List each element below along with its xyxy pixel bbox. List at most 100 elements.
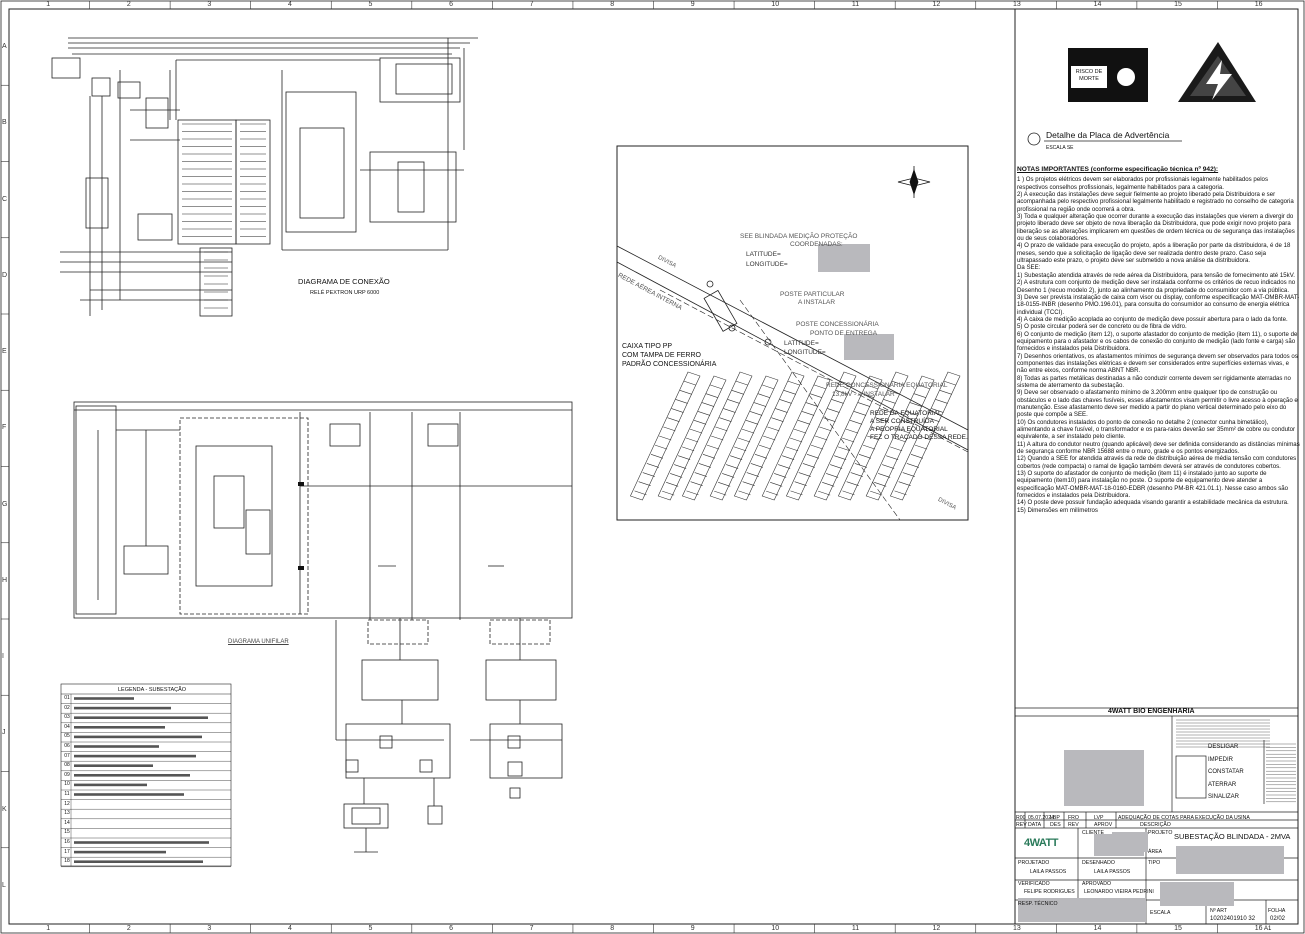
grid-column-4: 4 bbox=[287, 1, 292, 8]
note-item: Da SEE: bbox=[1017, 264, 1041, 272]
panel-module-line bbox=[638, 481, 651, 486]
panel-row bbox=[657, 375, 727, 501]
panel-module-line bbox=[634, 490, 647, 496]
grid-column-7: 7 bbox=[529, 925, 534, 932]
dimac-step: IMPEDIR bbox=[1208, 756, 1234, 763]
revision-header: DATA bbox=[1028, 822, 1042, 828]
longitude-label: LONGITUDE= bbox=[746, 261, 788, 268]
panel-module-line bbox=[642, 472, 655, 477]
panel-module-line bbox=[775, 408, 788, 413]
revision-header: DES bbox=[1050, 822, 1061, 828]
grid-column-14: 14 bbox=[1093, 1, 1102, 8]
legend-text-mark bbox=[74, 745, 159, 748]
panel-module-line bbox=[761, 384, 775, 390]
panel-module-line bbox=[723, 408, 736, 413]
panel-row bbox=[733, 371, 805, 501]
panel-module-line bbox=[727, 399, 740, 404]
panel-module-line bbox=[886, 455, 899, 460]
rev-code: R00 bbox=[1016, 815, 1026, 821]
panel-module-line bbox=[711, 435, 724, 441]
wiring-diagram bbox=[51, 37, 478, 317]
panel-module-line bbox=[778, 464, 791, 469]
panel-module-line bbox=[663, 426, 676, 432]
panel-module-line bbox=[818, 490, 831, 496]
legend-row: 02 bbox=[63, 704, 230, 713]
grid-column-12: 12 bbox=[932, 925, 941, 932]
panel-module-line bbox=[746, 472, 759, 477]
sheet-label: FOLHA bbox=[1268, 908, 1286, 914]
panel-module-line bbox=[758, 444, 772, 450]
legend-text-mark bbox=[74, 860, 203, 863]
panel-module-line bbox=[793, 428, 807, 434]
panel-module-line bbox=[901, 420, 915, 425]
legend-number: 02 bbox=[64, 704, 70, 711]
grid-column-6: 6 bbox=[449, 1, 453, 8]
legend-text-mark bbox=[74, 726, 165, 729]
panel-module-line bbox=[815, 435, 828, 441]
grid-column-8: 8 bbox=[610, 925, 615, 932]
panel-module-line bbox=[871, 426, 884, 432]
panel-module-line bbox=[805, 402, 819, 407]
doc-label: Nº ART bbox=[1210, 908, 1228, 914]
panel-module-line bbox=[731, 390, 744, 395]
panel-module-line bbox=[906, 463, 919, 468]
grid-column-3: 3 bbox=[207, 1, 212, 8]
legend-row: 10 bbox=[63, 780, 230, 789]
note-item: 9) Deve ser observado o afastamento míni… bbox=[1017, 389, 1298, 419]
project-label: PROJETO bbox=[1148, 830, 1173, 836]
panel-module-line bbox=[722, 473, 735, 478]
grid-column-11: 11 bbox=[851, 1, 860, 8]
panel-module-line bbox=[865, 384, 879, 390]
legend-row: 01 bbox=[63, 694, 230, 703]
note-item: 15) Dimensões em milímetros bbox=[1017, 506, 1098, 514]
legend-text-mark bbox=[74, 850, 166, 854]
note-item: 10) Os condutores instalados do ponto de… bbox=[1017, 418, 1296, 441]
panel-module-line bbox=[738, 490, 751, 496]
rev-description: ADEQUAÇÃO DE COTAS PARA EXECUÇÃO DA USIN… bbox=[1118, 815, 1250, 821]
panel-module-line bbox=[802, 463, 815, 468]
legend-row: 11 bbox=[63, 790, 230, 799]
projetado-value: LAILA PASSOS bbox=[1030, 869, 1067, 875]
caixa-label: CAIXA TIPO PP COM TAMPA DE FERRO PADRÃO … bbox=[622, 343, 717, 368]
north-arrow-icon bbox=[897, 166, 931, 198]
legend-text-mark bbox=[74, 764, 153, 767]
legend-number: 13 bbox=[64, 810, 70, 817]
panel-module-line bbox=[667, 417, 680, 422]
panel-module-line bbox=[714, 490, 727, 496]
panel-module-line bbox=[734, 446, 747, 452]
panel-module-line bbox=[662, 490, 675, 496]
rede-conc-label: REDE CONCESSIONÁRIA EQUATORIAL bbox=[826, 382, 948, 389]
panel-module-line bbox=[826, 473, 839, 478]
panel-module-line bbox=[842, 437, 855, 443]
panel-module-line bbox=[790, 490, 803, 496]
projetado-label: PROJETADO bbox=[1018, 860, 1050, 866]
note-item: 5) O poste circular poderá ser de concre… bbox=[1017, 323, 1187, 331]
aprovado-value: LEONARDO VIEIRA PEDRINI bbox=[1084, 889, 1154, 895]
panel-module-line bbox=[838, 446, 851, 452]
grid-column-2: 2 bbox=[126, 1, 131, 8]
legend-text-mark bbox=[74, 783, 147, 787]
panel-module-line bbox=[870, 490, 883, 496]
panel-module-line bbox=[882, 464, 895, 469]
panel-row bbox=[865, 375, 935, 501]
panel-module-line bbox=[835, 390, 848, 395]
panel-module-line bbox=[790, 437, 803, 443]
note-item: 7) Desenhos orientativos, os afastamento… bbox=[1017, 352, 1298, 375]
panel-module-line bbox=[909, 402, 923, 407]
title-block bbox=[1015, 707, 1298, 924]
grid-row-E: E bbox=[2, 348, 7, 356]
equatorial-label: REDE DA EQUATORIAL A SER CONSTRUÍDA A PR… bbox=[870, 410, 968, 441]
legend-text-mark bbox=[74, 793, 184, 796]
grid-column-2: 2 bbox=[126, 925, 131, 932]
panel-module-line bbox=[763, 435, 776, 441]
panel-module-line bbox=[675, 399, 688, 404]
note-item: 6) O conjunto de medição (item 12), o su… bbox=[1017, 330, 1298, 353]
legend-number: 14 bbox=[64, 819, 70, 826]
legend-row: 17 bbox=[63, 848, 230, 857]
panel-module-line bbox=[690, 481, 703, 486]
panel-row bbox=[785, 371, 857, 501]
legend-number: 03 bbox=[64, 714, 70, 721]
project-value: SUBESTAÇÃO BLINDADA - 2MVA bbox=[1174, 832, 1291, 841]
panel-module-line bbox=[671, 408, 684, 413]
legend-row: 13 bbox=[63, 809, 230, 818]
